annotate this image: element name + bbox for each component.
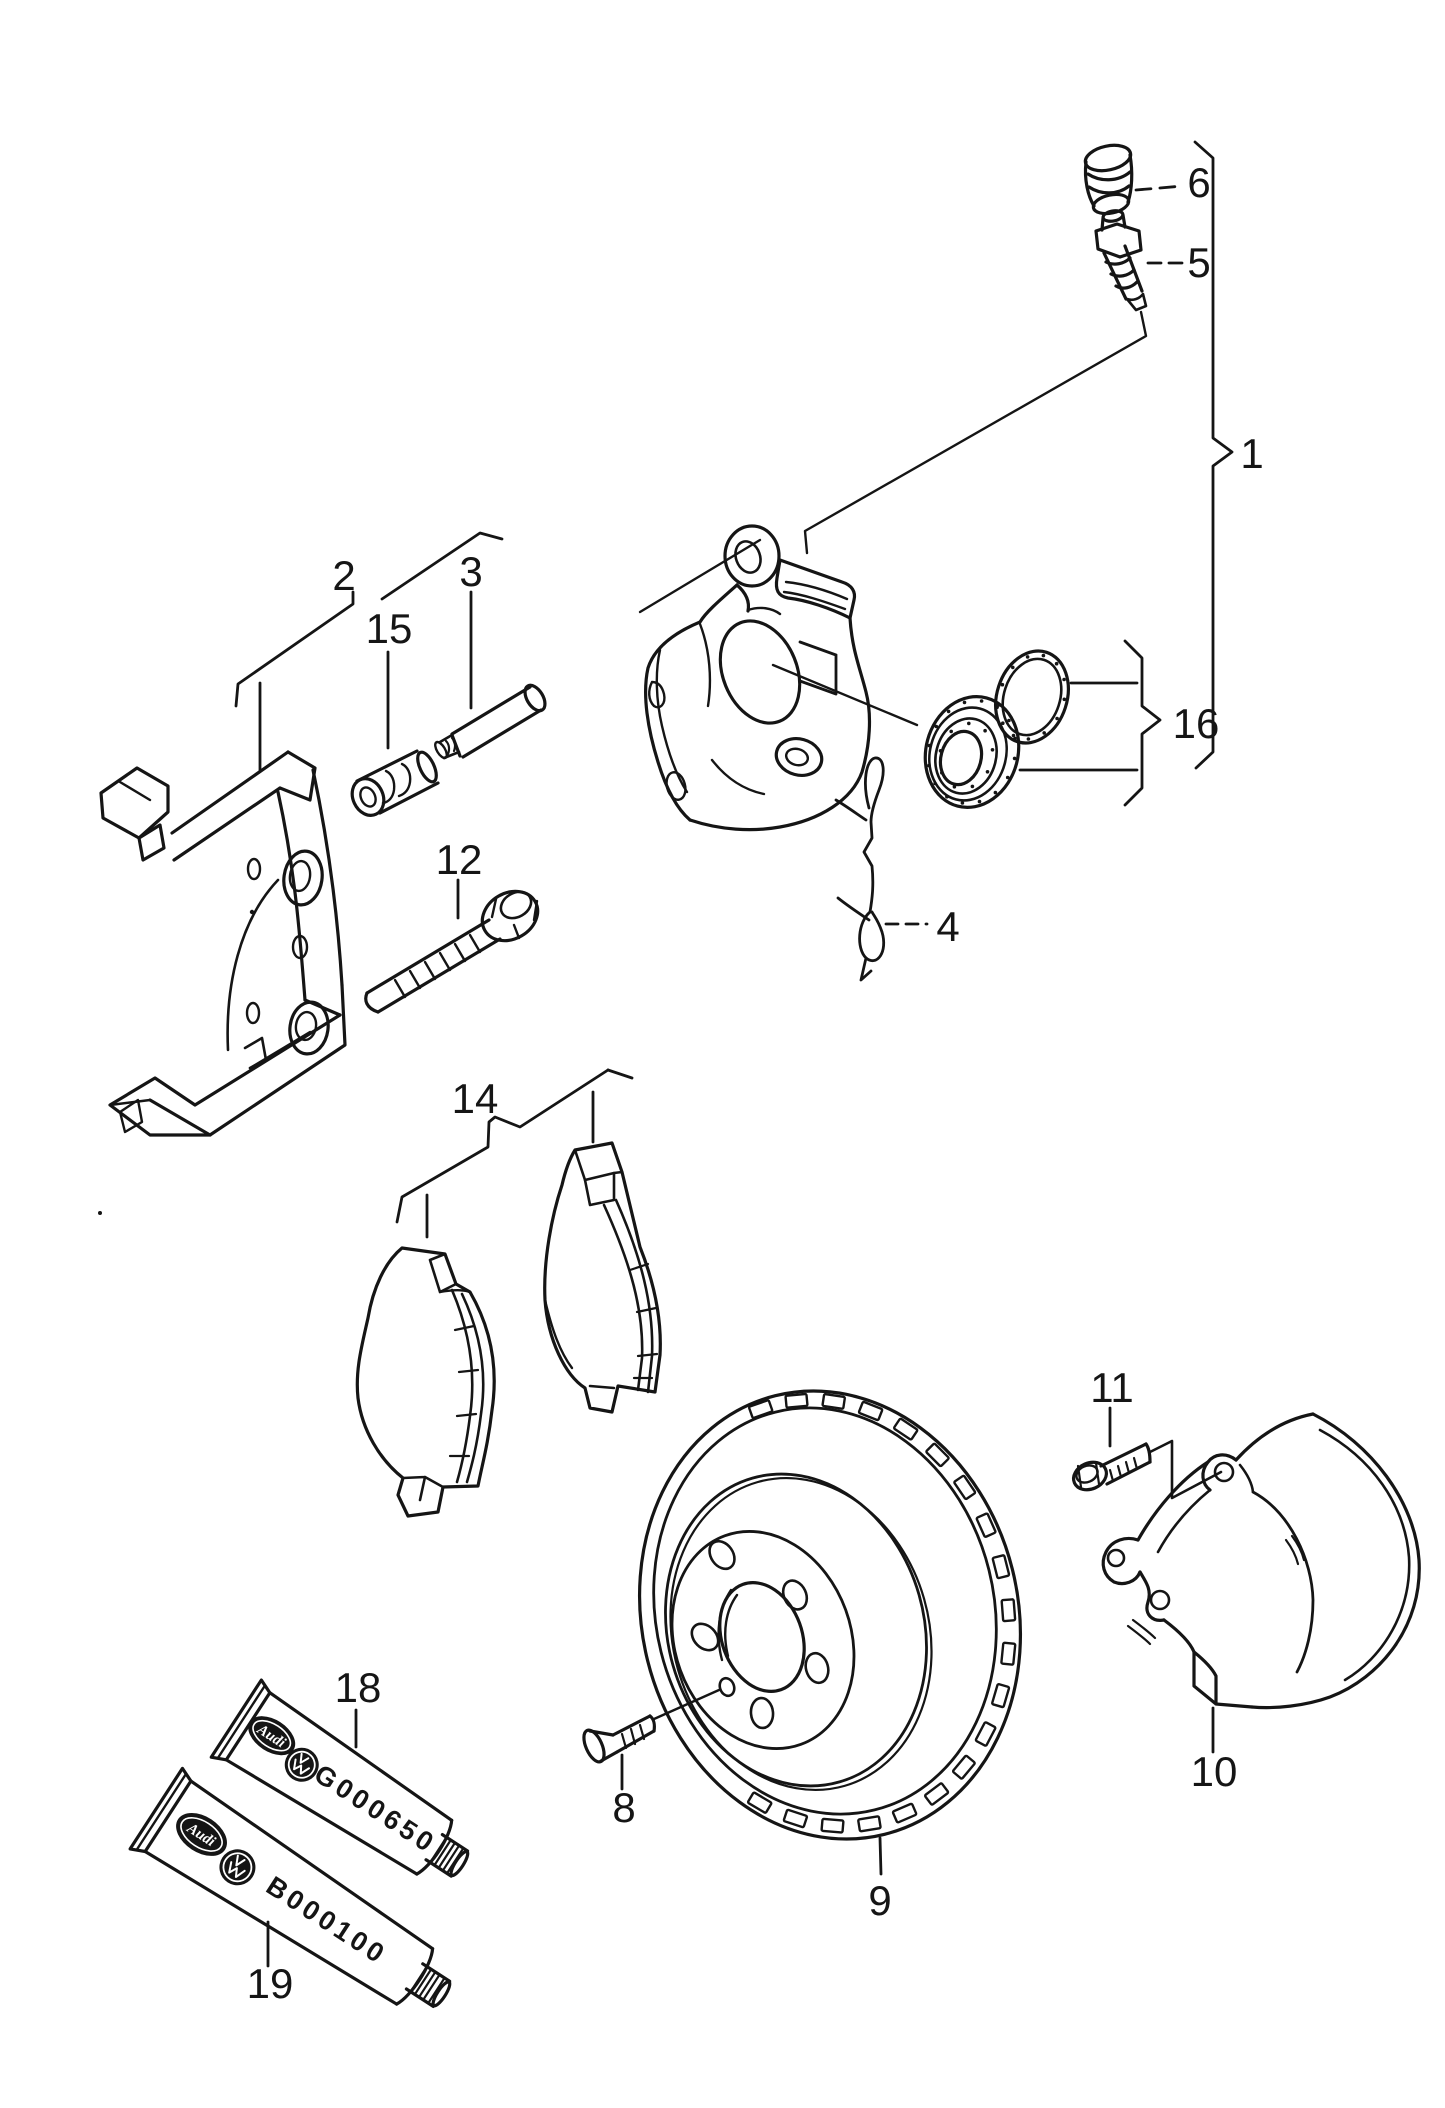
paste-tube-code: B000100 (261, 1871, 393, 1971)
paste-tube-part: Audi B000100 (128, 1766, 452, 2009)
ring-texture-dots (927, 653, 1067, 805)
callout-2: 2 (332, 552, 355, 599)
brake-disc-part (637, 1389, 1023, 1841)
audi-oval-logo-icon (176, 1812, 227, 1856)
callout-14-bracket (395, 1068, 634, 1239)
callout-labels: 6 5 1 2 3 15 12 16 4 14 11 10 8 9 18 19 (247, 159, 1264, 2007)
callout-8: 8 (612, 1784, 635, 1831)
seal-ring-part (994, 649, 1070, 745)
callout-10: 10 (1191, 1748, 1238, 1795)
guide-bushing-part (350, 749, 440, 817)
brake-pads-part (355, 1141, 662, 1518)
piston-boot-part (923, 695, 1021, 809)
splash-shield-part (1101, 1412, 1421, 1710)
callout-11: 11 (1090, 1364, 1134, 1411)
callout-1-bracket (1193, 140, 1234, 770)
callout-19: 19 (247, 1960, 294, 2007)
callout-2-3-bracket (234, 531, 504, 920)
callout-16-bracket (1018, 639, 1162, 807)
vw-roundel-icon (284, 1747, 319, 1782)
callout-5: 5 (1187, 239, 1210, 286)
guide-pin-part (434, 683, 547, 760)
disc-screw-part (582, 1714, 656, 1764)
callout-3: 3 (459, 548, 482, 595)
callout-16: 16 (1173, 700, 1220, 747)
callout-18: 18 (335, 1664, 382, 1711)
callout-6: 6 (1187, 159, 1210, 206)
shield-bolt-part (1071, 1439, 1223, 1500)
callout-15: 15 (366, 605, 413, 652)
audi-oval-logo-icon (248, 1716, 296, 1756)
vw-roundel-icon (219, 1849, 256, 1886)
dust-cap-part (1083, 143, 1134, 216)
callout-ticks (266, 1406, 1215, 1968)
bleeder-valve-part (803, 209, 1148, 555)
retaining-spring-part (834, 756, 885, 982)
caliper-housing-part (638, 524, 872, 832)
callout-1: 1 (1240, 430, 1263, 477)
carrier-bolt-part (364, 889, 540, 1014)
callout-6-leader (1134, 184, 1185, 192)
callout-14: 14 (452, 1075, 499, 1122)
callout-4: 4 (936, 903, 959, 950)
callout-12: 12 (436, 836, 483, 883)
callout-9: 9 (868, 1877, 891, 1924)
caliper-carrier-part (98, 750, 347, 1215)
grease-tube-code: G000650 (309, 1759, 442, 1860)
group-16-leader (771, 663, 919, 727)
